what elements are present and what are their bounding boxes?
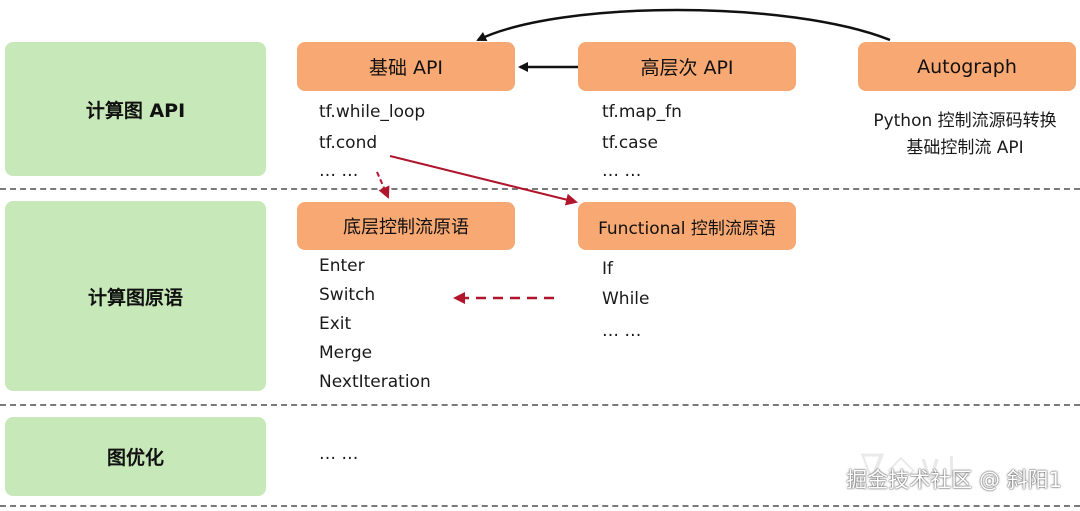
functional-primitive-label: Functional 控制流原语 bbox=[598, 218, 776, 239]
divider-1 bbox=[0, 188, 1080, 190]
row-label-api: 计算图 API bbox=[5, 42, 266, 176]
watermark-ghost-logo: ∇◇∨∟ bbox=[860, 448, 978, 489]
divider-2 bbox=[0, 404, 1080, 406]
arrow-cond-to-low bbox=[376, 171, 390, 199]
low-primitive-item: Exit bbox=[319, 314, 352, 334]
autograph-desc-line: 基础控制流 API bbox=[906, 138, 1024, 158]
basic-api-item: tf.cond bbox=[319, 133, 378, 153]
functional-item: … … bbox=[602, 321, 642, 341]
functional-item: If bbox=[602, 259, 613, 279]
divider-3 bbox=[0, 505, 1080, 507]
row-label-api-text: 计算图 API bbox=[85, 99, 186, 122]
basic-api-item: tf.while_loop bbox=[319, 102, 426, 122]
functional-primitive-box: Functional 控制流原语 bbox=[578, 202, 796, 250]
low-primitive-box: 底层控制流原语 bbox=[297, 202, 515, 250]
row-label-optimization: 图优化 bbox=[5, 417, 266, 496]
high-api-item: tf.map_fn bbox=[602, 102, 682, 122]
optimization-item: … … bbox=[319, 444, 359, 464]
high-api-item: tf.case bbox=[602, 133, 658, 153]
autograph-desc-line: Python 控制流源码转换 bbox=[873, 111, 1057, 131]
low-primitive-item: NextIteration bbox=[319, 372, 431, 392]
high-api-label: 高层次 API bbox=[640, 57, 734, 79]
high-api-box: 高层次 API bbox=[578, 42, 796, 91]
autograph-label: Autograph bbox=[917, 55, 1017, 78]
high-api-item: … … bbox=[602, 161, 642, 181]
watermark: 掘金技术社区 @ 斜阳1 bbox=[846, 468, 1062, 492]
arrow-autograph-to-basic bbox=[476, 8, 891, 42]
row-label-primitive-text: 计算图原语 bbox=[87, 286, 183, 309]
autograph-box: Autograph bbox=[858, 42, 1076, 91]
low-primitive-item: Enter bbox=[319, 256, 365, 276]
basic-api-box: 基础 API bbox=[297, 42, 515, 91]
low-primitive-item: Switch bbox=[319, 285, 376, 305]
row-label-primitive: 计算图原语 bbox=[5, 201, 266, 391]
row-label-optimization-text: 图优化 bbox=[106, 447, 164, 469]
basic-api-item: … … bbox=[319, 161, 359, 181]
functional-item: While bbox=[602, 289, 650, 309]
low-primitive-label: 底层控制流原语 bbox=[343, 217, 469, 238]
arrow-cond-to-functional bbox=[389, 155, 578, 206]
low-primitive-item: Merge bbox=[319, 343, 373, 363]
basic-api-label: 基础 API bbox=[368, 57, 444, 79]
